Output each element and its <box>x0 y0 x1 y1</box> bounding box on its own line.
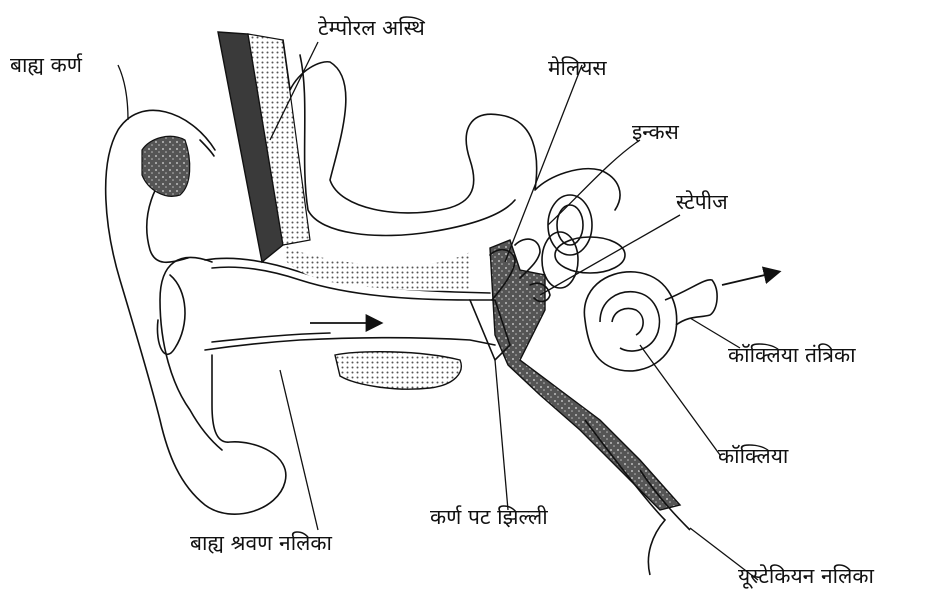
label-cochlear-nerve: कॉक्लिया तंत्रिका <box>728 345 856 366</box>
cochlea-mid <box>600 292 659 351</box>
cochlea-outer <box>584 272 676 371</box>
leader-stapes <box>540 215 680 295</box>
leader-eardrum <box>495 360 508 510</box>
leader-outer-ear <box>118 65 128 120</box>
bone-lower-stipple <box>335 352 461 389</box>
ear-canal-lower <box>205 338 495 350</box>
semicircular-canal-1-inner <box>557 205 583 245</box>
leader-ear-canal <box>280 370 318 530</box>
pinna-top-notch <box>200 140 214 156</box>
label-temporal-bone: टेम्पोरल अस्थि <box>318 18 425 39</box>
label-ear-canal: बाह्य श्रवण नलिका <box>190 533 332 554</box>
cochlea-inner <box>612 309 643 336</box>
leader-incus <box>548 140 640 225</box>
label-stapes: स्टेपीज <box>676 192 728 213</box>
semicircular-canal-3 <box>542 232 578 288</box>
ear-canal-inner-lower <box>212 333 330 342</box>
pinna-shading <box>142 136 190 196</box>
label-eardrum: कर्ण पट झिल्ली <box>430 507 548 528</box>
label-incus: इन्कस <box>632 122 679 143</box>
label-malleus: मेलियस <box>548 58 607 79</box>
label-cochlea: कॉक्लिया <box>718 446 788 467</box>
skull-contour-inner <box>300 55 515 236</box>
label-eustachian-tube: यूस्टेकियन नलिका <box>738 566 874 587</box>
label-outer-ear: बाह्य कर्ण <box>10 55 82 76</box>
middle-ear-wall <box>490 240 680 510</box>
leader-malleus <box>505 65 582 262</box>
signal-arrow-nerve <box>722 272 778 285</box>
leader-cochlea <box>640 345 720 455</box>
